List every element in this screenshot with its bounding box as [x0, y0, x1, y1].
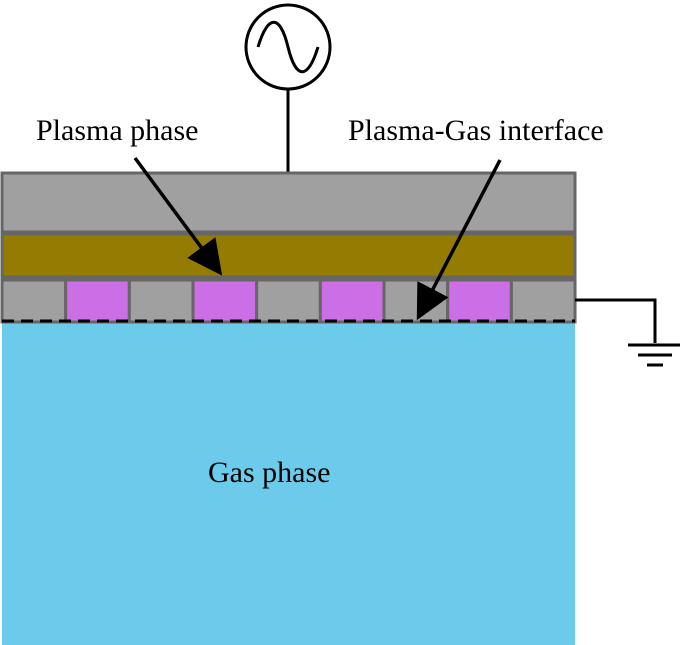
ground-symbol-icon	[628, 343, 680, 367]
plasma-cell	[318, 278, 386, 324]
ac-power-source-icon	[244, 3, 332, 91]
electrode-segment	[509, 278, 577, 324]
electrode-segment	[0, 278, 68, 324]
gas-phase-region	[2, 322, 575, 645]
electrode-segment	[127, 278, 195, 324]
plasma-phase-label: Plasma phase	[36, 114, 199, 147]
plasma-gas-interface-label: Plasma-Gas interface	[348, 114, 604, 147]
plasma-cell	[191, 278, 259, 324]
interface-arrow	[416, 159, 502, 321]
plasma-phase-arrow	[133, 156, 223, 276]
ground-wire	[575, 298, 657, 343]
electrode-segment	[382, 278, 450, 324]
gas-phase-label: Gas phase	[208, 456, 331, 489]
plasma-cell	[446, 278, 513, 324]
electrode-segment	[255, 278, 322, 324]
bottom-electrode-row	[0, 278, 577, 324]
plasma-cell	[64, 278, 131, 324]
dielectric-layer	[0, 232, 577, 279]
